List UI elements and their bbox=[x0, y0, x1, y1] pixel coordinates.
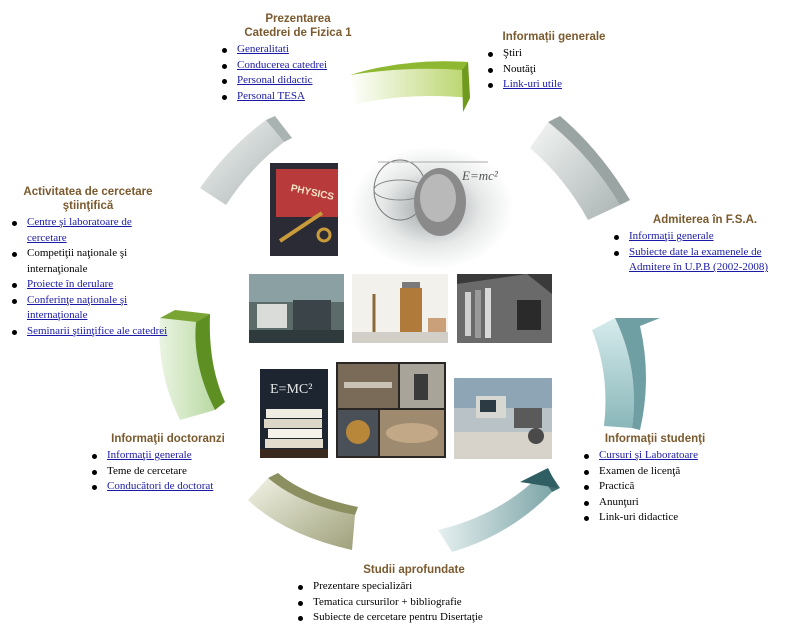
arc-right bbox=[592, 318, 660, 430]
section-list: Prezentare specializări Tematica cursuri… bbox=[294, 579, 534, 626]
physics-book-photo: PHYSICS bbox=[270, 163, 338, 256]
arc-lower-right bbox=[438, 468, 560, 552]
link-conducerea-catedrei[interactable]: Conducerea catedrei bbox=[237, 58, 328, 71]
link-conferinte[interactable]: Conferinţe naţionale şi internaţionale bbox=[27, 293, 128, 322]
list-item: Informaţii generale bbox=[610, 229, 800, 245]
link-personal-didactic[interactable]: Personal didactic bbox=[237, 74, 313, 86]
section-list: Informaţii generale Teme de cercetare Co… bbox=[88, 448, 248, 495]
link-centre-laboratoare[interactable]: Centre şi laboratoare de cercetare bbox=[27, 216, 132, 244]
list-item: Tematica cursurilor + bibliografie bbox=[294, 595, 534, 611]
emc2-text: E=MC² bbox=[270, 382, 312, 397]
arc-left bbox=[159, 310, 225, 420]
list-item: Conducători de doctorat bbox=[88, 479, 248, 495]
link-uri-utile[interactable]: Link-uri utile bbox=[503, 78, 562, 90]
link-admitere-informatii[interactable]: Informaţii generale bbox=[629, 230, 714, 242]
section-title-line2: Catedrei de Fizica 1 bbox=[244, 27, 352, 39]
coil-apparatus-photo bbox=[352, 274, 448, 343]
arc-top bbox=[350, 61, 470, 112]
list-item: Conferinţe naţionale şi internaţionale bbox=[8, 293, 168, 324]
section-list: Cursuri şi Laboratoare Examen de licenţă… bbox=[580, 448, 730, 526]
section-activitatea-cercetare: Activitatea de cercetare ştiinţifică Cen… bbox=[8, 185, 168, 339]
lab-equipment-photo bbox=[249, 274, 344, 343]
list-item: Anunţuri bbox=[580, 495, 730, 511]
section-list: Centre şi laboratoare de cercetare Compe… bbox=[8, 215, 168, 339]
list-item: Link-uri utile bbox=[484, 77, 624, 93]
section-studii-aprofundate: Studii aprofundate Prezentare specializă… bbox=[294, 563, 534, 626]
list-item: Proiecte în derulare bbox=[8, 277, 168, 293]
section-prezentarea: Prezentarea Catedrei de Fizica 1 General… bbox=[218, 12, 378, 104]
link-generalitati[interactable]: Generalitati bbox=[237, 43, 289, 55]
arc-upper-left bbox=[200, 116, 292, 205]
link-seminarii[interactable]: Seminarii ştiinţifice ale catedrei bbox=[27, 324, 168, 337]
oscilloscope-lab-photo bbox=[454, 378, 552, 459]
section-title: Studii aprofundate bbox=[363, 564, 465, 576]
section-list: Ştiri Noutăţi Link-uri utile bbox=[484, 46, 624, 93]
list-item: Subiecte de cercetare pentru Disertaţie bbox=[294, 610, 534, 626]
section-title: Activitatea de cercetare ştiinţifică bbox=[8, 185, 168, 213]
list-item: Competiţii naţionale şi internaţionale bbox=[8, 246, 168, 277]
formula-text: E=mc² bbox=[461, 168, 499, 183]
section-title-line1: Activitatea de cercetare bbox=[23, 186, 153, 198]
link-personal-tesa[interactable]: Personal TESA bbox=[237, 89, 305, 102]
list-item: Subiecte date la examenele de Admitere î… bbox=[610, 245, 800, 276]
list-item: Teme de cercetare bbox=[88, 464, 248, 480]
list-item: Practică bbox=[580, 479, 730, 495]
list-item: Ştiri bbox=[484, 46, 624, 62]
list-item: Prezentare specializări bbox=[294, 579, 534, 595]
list-item: Conducerea catedrei bbox=[218, 58, 378, 74]
list-item: Cursuri şi Laboratoare bbox=[580, 448, 730, 464]
list-item: Informaţii generale bbox=[88, 448, 248, 464]
einstein-formula-image: E=mc² bbox=[358, 140, 508, 260]
section-title: Prezentarea Catedrei de Fizica 1 bbox=[218, 12, 378, 40]
section-informatii-generale: Informații generale Ştiri Noutăţi Link-u… bbox=[484, 30, 624, 93]
list-item: Personal didactic bbox=[218, 73, 378, 89]
experiment-collage-photo bbox=[336, 362, 446, 458]
arc-upper-right bbox=[530, 116, 630, 220]
section-title-line2: ştiinţifică bbox=[62, 200, 114, 212]
list-item: Noutăţi bbox=[484, 62, 624, 78]
link-subiecte-admitere[interactable]: Subiecte date la examenele de Admitere î… bbox=[629, 245, 769, 274]
list-item: Personal TESA bbox=[218, 89, 378, 105]
section-title-line1: Prezentarea bbox=[265, 13, 331, 25]
link-cursuri-laboratoare[interactable]: Cursuri şi Laboratoare bbox=[599, 449, 698, 461]
section-list: Generalitati Conducerea catedrei Persona… bbox=[218, 42, 378, 104]
section-doctoranzi: Informaţii doctoranzi Informaţii general… bbox=[88, 432, 248, 495]
section-admiterea: Admiterea în F.S.A. Informaţii generale … bbox=[610, 213, 800, 276]
emc2-books-photo: E=MC² bbox=[260, 369, 328, 458]
section-title: Informații generale bbox=[502, 31, 606, 43]
link-proiecte[interactable]: Proiecte în derulare bbox=[27, 278, 114, 290]
section-studenti: Informaţii studenţi Cursuri şi Laboratoa… bbox=[580, 432, 730, 526]
arc-bottom bbox=[248, 473, 358, 550]
link-doctoranzi-informatii[interactable]: Informaţii generale bbox=[107, 449, 192, 461]
section-list: Informaţii generale Subiecte date la exa… bbox=[610, 229, 800, 276]
library-books-photo bbox=[457, 274, 552, 343]
list-item: Examen de licenţă bbox=[580, 464, 730, 480]
section-title: Informaţii studenţi bbox=[604, 433, 706, 445]
list-item: Seminarii ştiinţifice ale catedrei bbox=[8, 324, 168, 340]
list-item: Link-uri didactice bbox=[580, 510, 730, 526]
list-item: Generalitati bbox=[218, 42, 378, 58]
section-title: Informaţii doctoranzi bbox=[111, 433, 225, 445]
section-title: Admiterea în F.S.A. bbox=[652, 214, 758, 226]
list-item: Centre şi laboratoare de cercetare bbox=[8, 215, 168, 246]
link-conducatori-doctorat[interactable]: Conducători de doctorat bbox=[107, 480, 214, 492]
